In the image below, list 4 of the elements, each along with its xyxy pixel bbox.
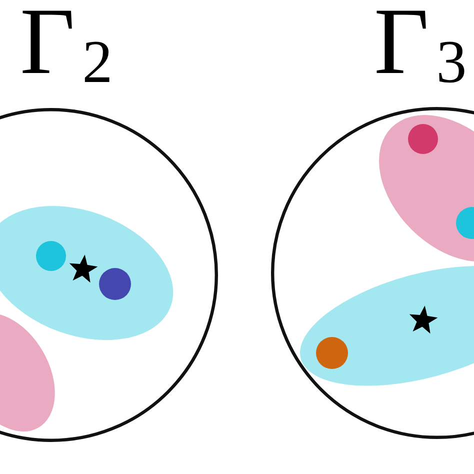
set-title: Γ$_{3}$ [374, 0, 467, 84]
cluster-region [0, 206, 174, 340]
cluster-region [300, 266, 474, 386]
set-title: Γ$_{2}$ [20, 0, 113, 84]
